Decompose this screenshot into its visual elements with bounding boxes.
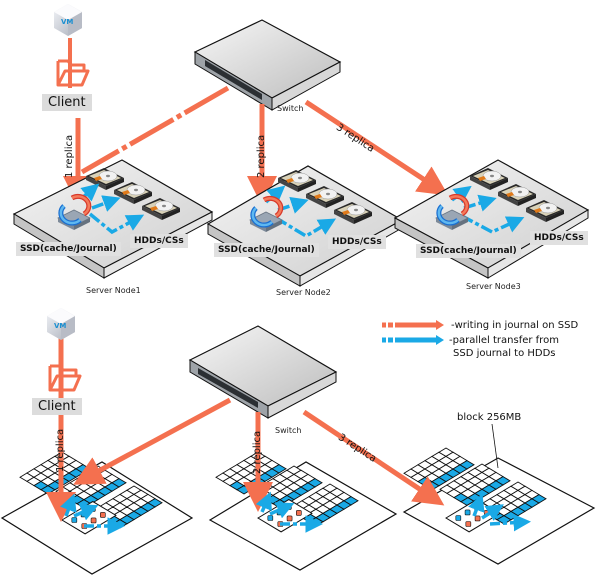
replica-label-2-top: 2 replica — [256, 134, 267, 178]
block-filled — [343, 496, 359, 506]
replica-label-2-bottom: 2 replica — [252, 430, 263, 474]
legend-transfer-text-line2: SSD journal to HDDs — [453, 348, 556, 359]
ssd-label-node1: SSD(cache/Journal) — [16, 242, 121, 256]
server-node1-label: Server Node1 — [86, 286, 141, 295]
transfer-arrows-bottom — [60, 491, 531, 535]
vm-badge-text-bottom: VM — [54, 322, 66, 330]
server-node2-label: Server Node2 — [276, 288, 331, 297]
hdd-label-node1: HDDs/CSs — [130, 234, 188, 248]
journal-chunk-blue — [464, 509, 471, 516]
journal-chunk-blue — [267, 515, 274, 521]
legend-transfer-text-line1: -parallel transfer from — [449, 335, 559, 346]
server-node3-label: Server Node3 — [466, 282, 521, 291]
switch-label-bottom: Switch — [275, 426, 302, 435]
switch-label-top: Switch — [277, 104, 304, 113]
block-filled — [271, 464, 287, 474]
journal-chunk-red — [465, 521, 472, 527]
replica-label-1-bottom: 1 replica — [55, 428, 66, 472]
block-size-annotation: block 256MB — [457, 412, 522, 423]
journal-chunk-red — [296, 510, 302, 516]
client-label-top: Client — [42, 94, 92, 111]
journal-chunk-blue — [71, 517, 78, 523]
journal-chunk-blue — [455, 515, 462, 521]
journal-chunk-red — [90, 517, 97, 524]
legend-write-arrow — [382, 320, 444, 330]
hdd-label-node3: HDDs/CSs — [530, 231, 588, 245]
block-filled — [495, 476, 511, 486]
block-annotation-leader — [491, 423, 499, 469]
vm-badge-text: VM — [61, 18, 73, 26]
block-filled — [531, 494, 547, 504]
journal-chunk-blue — [285, 504, 292, 510]
client-label-bottom: Client — [32, 398, 82, 415]
journal-chunk-blue — [90, 506, 96, 512]
journal-chunk-red — [100, 512, 106, 518]
journal-chunk-red — [474, 515, 481, 522]
switch-top — [193, 19, 342, 111]
block-filled — [307, 478, 323, 488]
hdd-label-node2: HDDs/CSs — [328, 235, 386, 249]
ssd-label-node2: SSD(cache/Journal) — [214, 243, 319, 257]
legend-transfer-arrow — [382, 335, 444, 345]
replica-label-1-top: 1 replica — [64, 134, 75, 178]
switch-bottom — [188, 325, 338, 419]
legend-write-text: -writing in journal on SSD — [451, 320, 579, 331]
block-filled — [111, 478, 127, 488]
block-filled — [459, 460, 475, 470]
folder-icon-bottom — [48, 364, 82, 392]
folder-icon — [56, 59, 90, 87]
journal-chunk-red — [286, 515, 293, 522]
block-filled — [147, 498, 163, 508]
ssd-label-node3: SSD(cache/Journal) — [416, 244, 521, 258]
